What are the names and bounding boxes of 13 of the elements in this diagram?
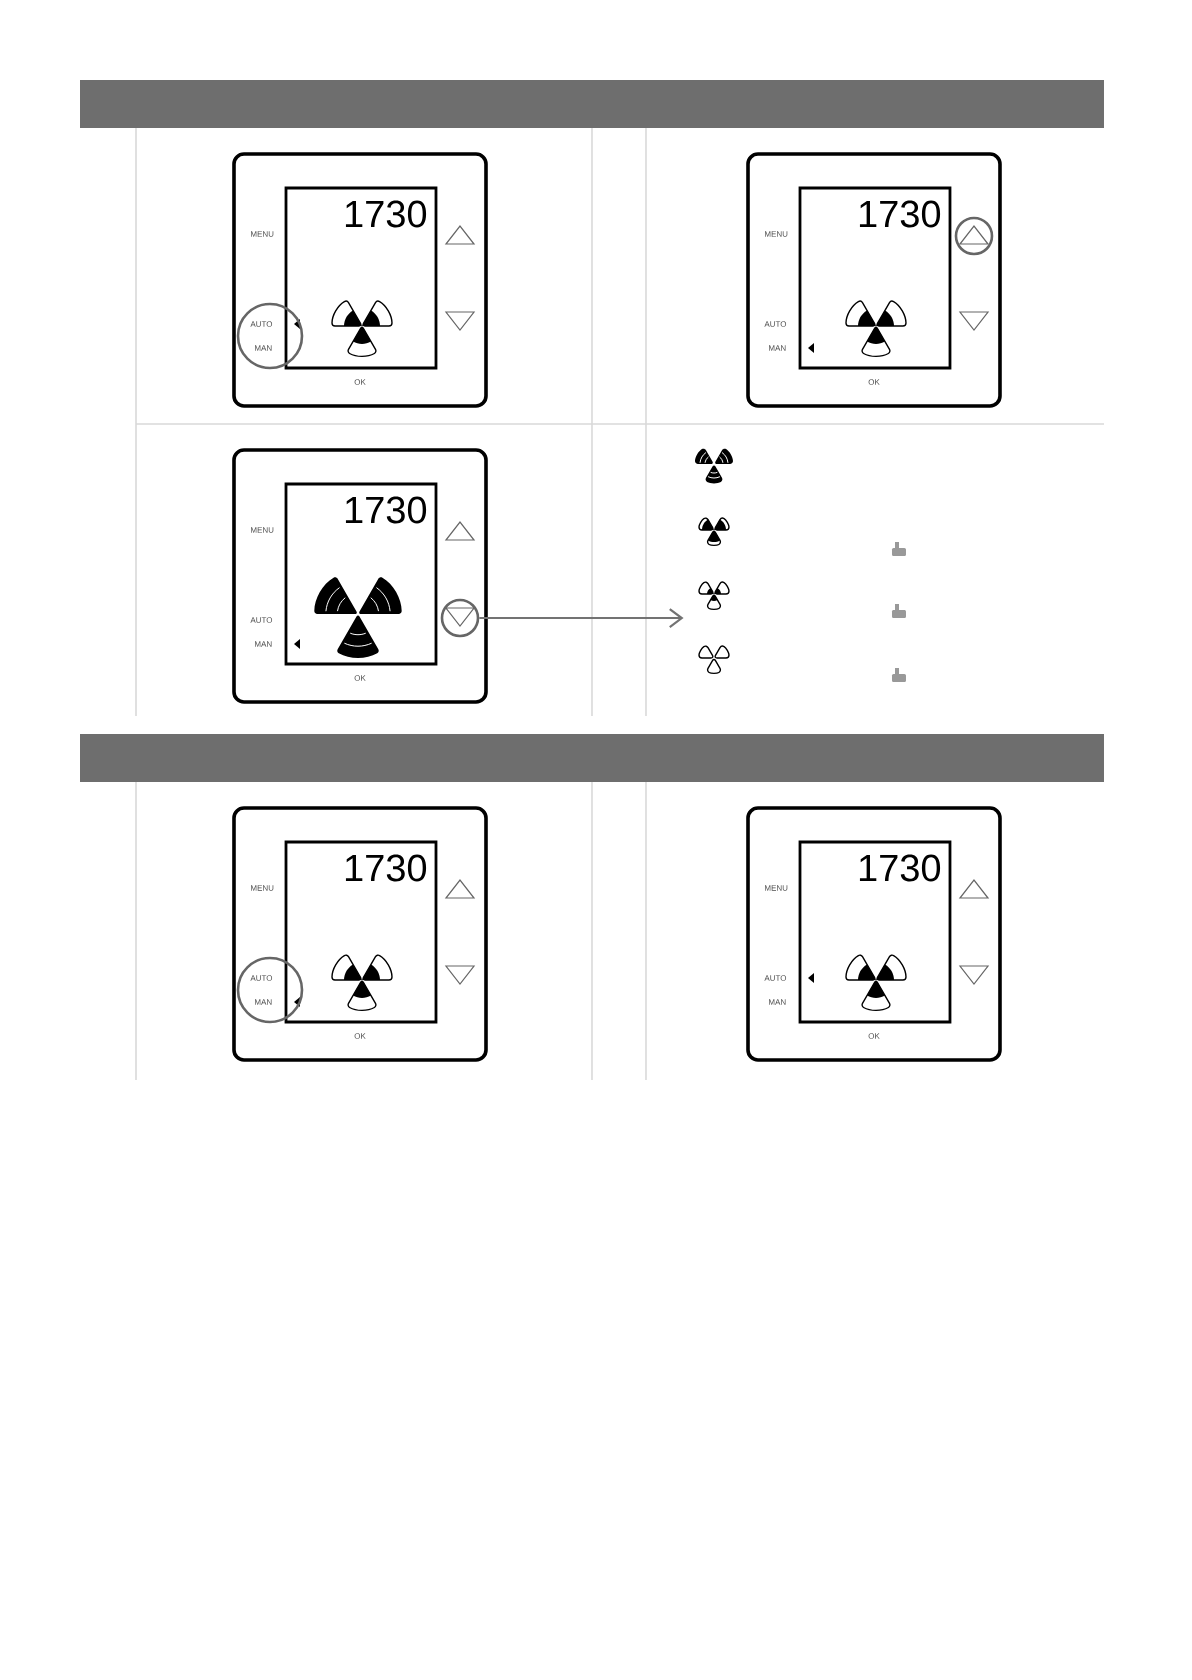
fan-level-drawing	[695, 448, 733, 675]
time-display: 1730	[859, 854, 941, 882]
time-display: 1730	[345, 200, 427, 228]
time-display: 1730	[345, 496, 427, 524]
thermostat-display	[232, 448, 488, 704]
thermostat-display	[232, 806, 488, 1062]
thermostat-display	[746, 806, 1002, 1062]
thermostat-display	[232, 152, 488, 408]
time-display: 1730	[345, 854, 427, 882]
highlight-circle	[440, 598, 480, 638]
arrow	[479, 608, 684, 628]
time-display: 1730	[859, 200, 941, 228]
thermostat-display	[746, 152, 1002, 408]
